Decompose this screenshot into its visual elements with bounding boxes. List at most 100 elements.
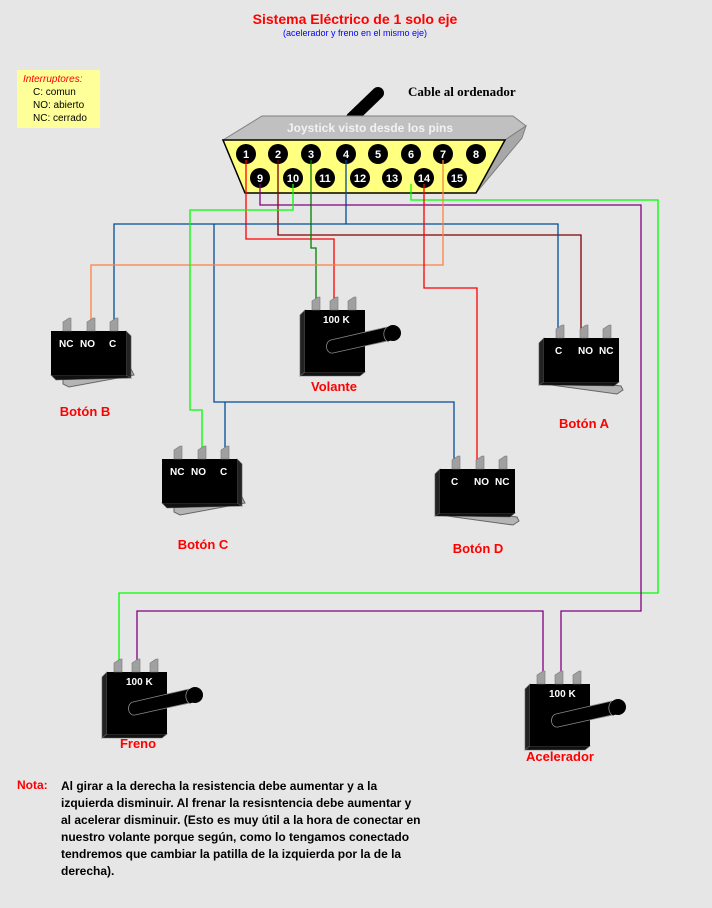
cable-label: Cable al ordenador <box>408 84 516 99</box>
pin-4 <box>336 144 356 164</box>
legend-item: NC: cerrado <box>33 113 87 124</box>
pin-label: 6 <box>408 149 414 161</box>
pin-7 <box>433 144 453 164</box>
terminal-label: NC <box>170 467 184 478</box>
wire-pin1 <box>245 160 335 305</box>
boton-c-label: Botón C <box>178 537 229 552</box>
pin-13 <box>382 168 402 188</box>
wire-pin3 <box>310 160 317 305</box>
pot-value: 100 K <box>549 689 576 700</box>
pin-15 <box>447 168 467 188</box>
terminal-tab <box>113 658 123 673</box>
switch-boton-a: C NO NC <box>537 324 624 395</box>
pin-14 <box>414 168 434 188</box>
pin-8 <box>466 144 486 164</box>
terminal-tab <box>109 317 119 332</box>
potentiometer-volante: 100 K <box>299 296 401 377</box>
acelerador-label: Acelerador <box>526 749 594 764</box>
pin-label: 1 <box>243 149 249 161</box>
legend-heading: Interruptores: <box>23 74 83 85</box>
wire-pin4-d <box>213 224 455 462</box>
pin-label: 13 <box>386 173 398 185</box>
pin-label: 11 <box>319 173 331 185</box>
pin-6 <box>401 144 421 164</box>
wires <box>90 160 659 677</box>
pot-knob-icon <box>385 325 401 341</box>
legend-item: NO: abierto <box>33 100 85 111</box>
switch-boton-b: NC NO C <box>50 317 135 388</box>
legend-item: C: comun <box>33 87 76 98</box>
pot-shaft <box>324 326 400 353</box>
pot-value: 100 K <box>126 677 153 688</box>
pot-value: 100 K <box>323 315 350 326</box>
terminal-tab <box>173 445 183 460</box>
pin-12 <box>350 168 370 188</box>
cable-icon <box>346 87 384 124</box>
terminal-label: C <box>220 467 227 478</box>
potentiometer-freno: 100 K <box>101 658 203 739</box>
terminal-tab <box>131 658 141 673</box>
legend-box: Interruptores: C: comun NO: abierto NC: … <box>17 70 100 128</box>
switch-boton-c: NC NO C <box>161 445 246 516</box>
boton-b-label: Botón B <box>60 404 111 419</box>
pot-shaft <box>549 700 625 727</box>
terminal-tab <box>554 670 564 685</box>
terminal-label: C <box>451 477 458 488</box>
switch-body <box>51 331 126 375</box>
wire-pin14 <box>423 184 478 462</box>
terminal-tab <box>475 455 485 470</box>
pin-label: 2 <box>275 149 281 161</box>
pin-label: 14 <box>418 173 431 185</box>
pin-label: 5 <box>375 149 381 161</box>
wire-pin10 <box>189 184 294 452</box>
volante-label: Volante <box>311 379 357 394</box>
terminal-label: NC <box>495 477 509 488</box>
wire-freno-acelerador <box>136 610 544 677</box>
terminal-tab <box>498 455 508 470</box>
terminal-tab <box>329 296 339 311</box>
wire-pin4-ab <box>113 223 559 333</box>
pin-label: 7 <box>440 149 446 161</box>
pin-label: 4 <box>343 149 350 161</box>
terminal-tab <box>220 445 230 460</box>
pot-knob-icon <box>610 699 626 715</box>
diagram-subtitle: (acelerador y freno en el mismo eje) <box>283 28 427 38</box>
connector-face-label: Joystick visto desde los pins <box>287 121 453 135</box>
terminal-tab <box>62 317 72 332</box>
wire-pin9 <box>259 184 642 677</box>
terminal-tab <box>86 317 96 332</box>
pin-label: 3 <box>308 149 314 161</box>
pin-1 <box>236 144 256 164</box>
wire-pin7 <box>90 160 444 323</box>
note-text: Al girar a la derecha la resistencia deb… <box>61 779 421 878</box>
terminal-label: NO <box>191 467 206 478</box>
pin-5 <box>368 144 388 164</box>
boton-a-label: Botón A <box>559 416 610 431</box>
terminal-label: NO <box>578 346 593 357</box>
switch-boton-d: C NO NC <box>433 455 520 526</box>
boton-d-label: Botón D <box>453 541 504 556</box>
terminal-label: NC <box>599 346 613 357</box>
terminal-tab <box>579 324 589 339</box>
pin-2 <box>268 144 288 164</box>
pin-9 <box>250 168 270 188</box>
note-label: Nota: <box>17 778 48 792</box>
terminal-label: NO <box>474 477 489 488</box>
terminal-tab <box>555 324 565 339</box>
pin-11 <box>315 168 335 188</box>
diagram-title: Sistema Eléctrico de 1 solo eje <box>253 11 458 27</box>
terminal-tab <box>451 455 461 470</box>
terminal-tab <box>347 296 357 311</box>
pin-label: 8 <box>473 149 479 161</box>
switch-body <box>162 459 237 503</box>
wire-pin2 <box>277 160 582 333</box>
pin-label: 12 <box>354 173 366 185</box>
terminal-label: C <box>109 339 116 350</box>
terminal-tab <box>536 670 546 685</box>
pin-label: 10 <box>287 173 299 185</box>
pin-label: 15 <box>451 173 463 185</box>
switch-body <box>440 469 515 513</box>
switch-body <box>544 338 619 382</box>
